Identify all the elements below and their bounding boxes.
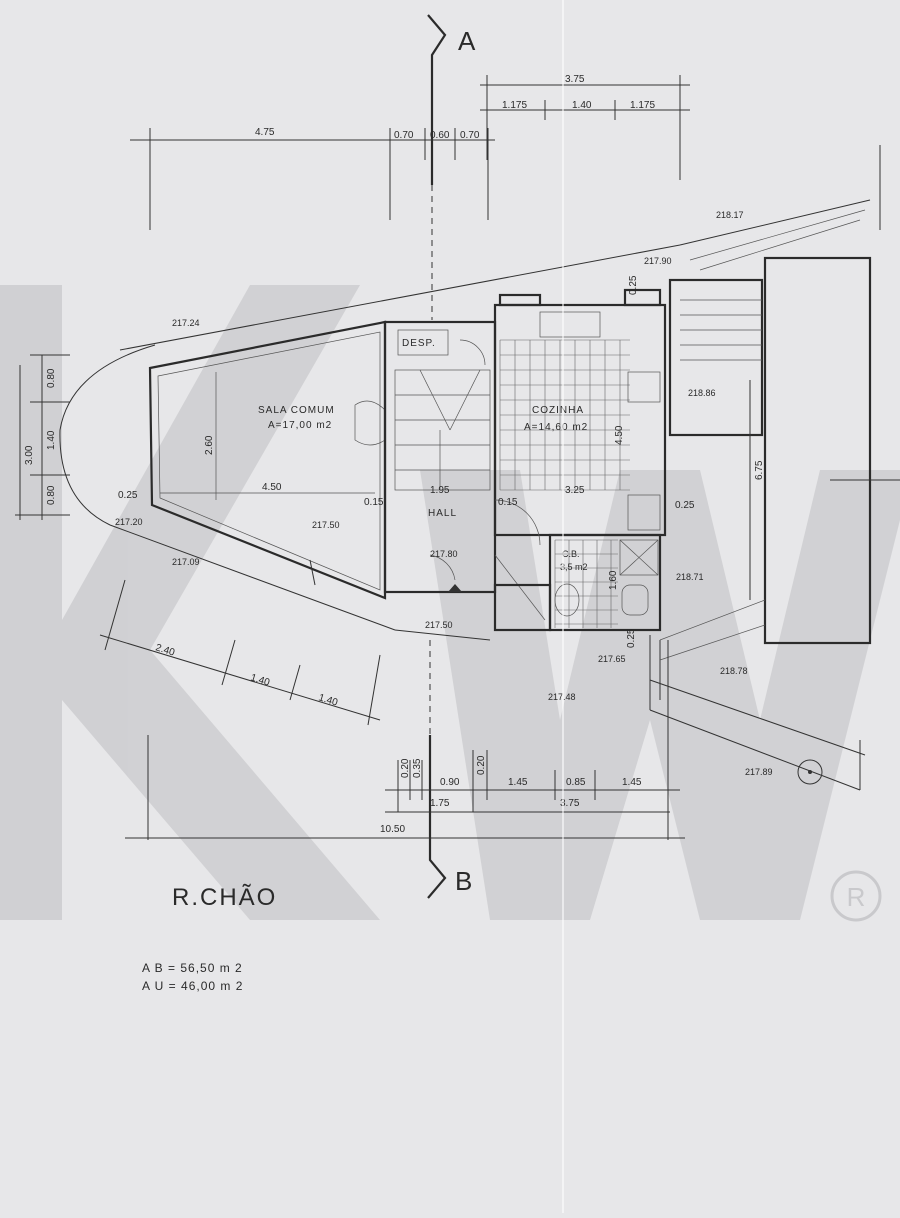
dim-label: 1.40: [46, 430, 57, 450]
dim-label: 1.45: [622, 777, 642, 788]
dim-label: 1.175: [630, 100, 655, 111]
dim-label: 2.60: [204, 435, 215, 455]
section-a-marker: [427, 14, 447, 320]
dim-label: 0.25: [628, 275, 639, 295]
dim-label: 4.50: [614, 425, 625, 445]
dim-label: 3.25: [565, 485, 585, 496]
level-label: 218.86: [688, 388, 716, 398]
dim-label: 2.40: [154, 642, 176, 658]
hall-name: HALL: [428, 508, 457, 519]
dim-label: 1.40: [249, 672, 271, 688]
sala-comum-area: A=17,00 m2: [268, 420, 332, 431]
level-label: 217.20: [115, 517, 143, 527]
dim-label: 0.20: [400, 758, 411, 778]
level-label: 217.24: [172, 318, 200, 328]
registered-mark-letter: R: [847, 882, 866, 912]
dim-label: 0.80: [46, 368, 57, 388]
dim-label: 0.35: [412, 758, 423, 778]
cozinha-name: COZINHA: [532, 405, 584, 416]
level-label: 218.17: [716, 210, 744, 220]
dim-label: 0.25: [675, 500, 695, 511]
dim-label: 4.50: [262, 482, 282, 493]
section-b-marker: [427, 640, 447, 899]
registered-mark-circle: [830, 870, 882, 922]
left-dimension-lines: [15, 354, 70, 520]
top-dimension-lines: [130, 75, 881, 230]
dim-label: 0.25: [626, 628, 637, 648]
level-label: 217.09: [172, 557, 200, 567]
dim-label: 10.50: [380, 824, 405, 835]
exterior-patio: [659, 256, 900, 785]
dim-label: 0.70: [394, 130, 414, 141]
floor-title: R.CHÃO: [172, 884, 277, 911]
level-label: 218.71: [676, 572, 704, 582]
kitchen-tile-grid: [499, 339, 630, 491]
dim-label: 1.75: [430, 798, 450, 809]
wc-area: 3,5 m2: [560, 562, 588, 572]
area-util-label: A U = 46,00 m 2: [142, 979, 243, 993]
dim-label: 0.15: [498, 497, 518, 508]
area-bruta-label: A B = 56,50 m 2: [142, 961, 243, 975]
dim-label: 3.75: [560, 798, 580, 809]
sala-comum-room: [148, 320, 387, 600]
dim-label: 1.40: [317, 692, 339, 708]
dim-label: 6.75: [754, 460, 765, 480]
wc-room: [493, 533, 662, 632]
level-label: 217.80: [430, 549, 458, 559]
level-label: 217.48: [548, 692, 576, 702]
dim-label: 1.60: [608, 570, 619, 590]
dimension-labels: 4.75 0.70 0.60 0.70 3.75 1.175 1.40 1.17…: [24, 74, 765, 835]
room-labels: SALA COMUM A=17,00 m2 COZINHA A=14,60 m2…: [258, 338, 588, 572]
cozinha-area: A=14,60 m2: [524, 422, 588, 433]
level-labels: 218.17 217.90 217.24 218.86 217.20 217.5…: [115, 210, 773, 777]
dim-label: 1.45: [508, 777, 528, 788]
dim-label: 0.20: [476, 755, 487, 775]
dim-label: 0.70: [460, 130, 480, 141]
dim-label: 1.40: [572, 100, 592, 111]
paper-fold: [562, 0, 564, 1213]
level-label: 217.50: [425, 620, 453, 630]
level-label: 217.50: [312, 520, 340, 530]
dim-label: 0.15: [364, 497, 384, 508]
diagonal-dimension-lines: [99, 579, 381, 726]
dim-label: 0.25: [118, 490, 138, 501]
dim-label: 3.00: [24, 445, 35, 465]
sala-comum-name: SALA COMUM: [258, 405, 335, 416]
despensa-name: DESP.: [402, 338, 436, 349]
dim-label: 4.75: [255, 127, 275, 138]
dim-label: 0.60: [430, 130, 450, 141]
dim-label: 0.90: [440, 777, 460, 788]
dim-label: 0.85: [566, 777, 586, 788]
level-label: 218.78: [720, 666, 748, 676]
site-outline: [59, 199, 871, 791]
dim-label: 3.75: [565, 74, 585, 85]
level-label: 217.89: [745, 767, 773, 777]
dim-label: 1.95: [430, 485, 450, 496]
wc-name: C.B.: [562, 549, 580, 559]
level-label: 217.65: [598, 654, 626, 664]
section-b-label: B: [455, 866, 472, 896]
dim-label: 1.175: [502, 100, 527, 111]
level-label: 217.90: [644, 256, 672, 266]
section-a-label: A: [458, 26, 476, 56]
dim-label: 0.80: [46, 485, 57, 505]
bottom-dimension-lines: [125, 380, 751, 840]
